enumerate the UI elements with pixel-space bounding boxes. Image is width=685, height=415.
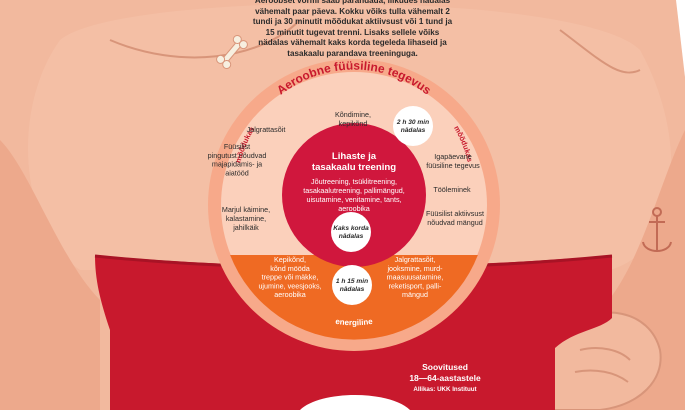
moderate-badge [393, 106, 433, 146]
anchor-icon [642, 207, 672, 252]
recommendations-title: Soovitused 18—64-aastastele [409, 362, 481, 383]
moderate-item-outdoors: Marjul käimine,kalastamine,jahilkäik [222, 205, 270, 232]
arm-left [0, 140, 100, 410]
moderate-item-commute: Tööleminek [433, 185, 471, 194]
core-circle [282, 123, 426, 267]
vigorous-badge [332, 265, 372, 305]
vigorous-item-right: Jalgrattasõit,jooksmine, murd-maasuusata… [386, 255, 443, 299]
shorts-leg-gap [300, 395, 410, 410]
chest-crease-right [559, 29, 641, 74]
chest-crease [109, 19, 301, 59]
moderate-item-cycling: Jalgrattasõit [247, 125, 286, 134]
moderate-item-walking: Kõndimine,kepikõnd [335, 110, 371, 128]
hand-finger-lines [574, 347, 631, 383]
bone-icon [216, 34, 248, 70]
core-badge [331, 212, 371, 252]
intro-text: Aeroobset vormi saab parandada, liikudes… [252, 0, 453, 58]
core-text: Jõutreening, tsükli­treening,tasakaalutr… [303, 177, 405, 213]
bottom-label: energiline [335, 317, 374, 328]
source-label: Allikas: UKK Instituut [413, 386, 477, 393]
